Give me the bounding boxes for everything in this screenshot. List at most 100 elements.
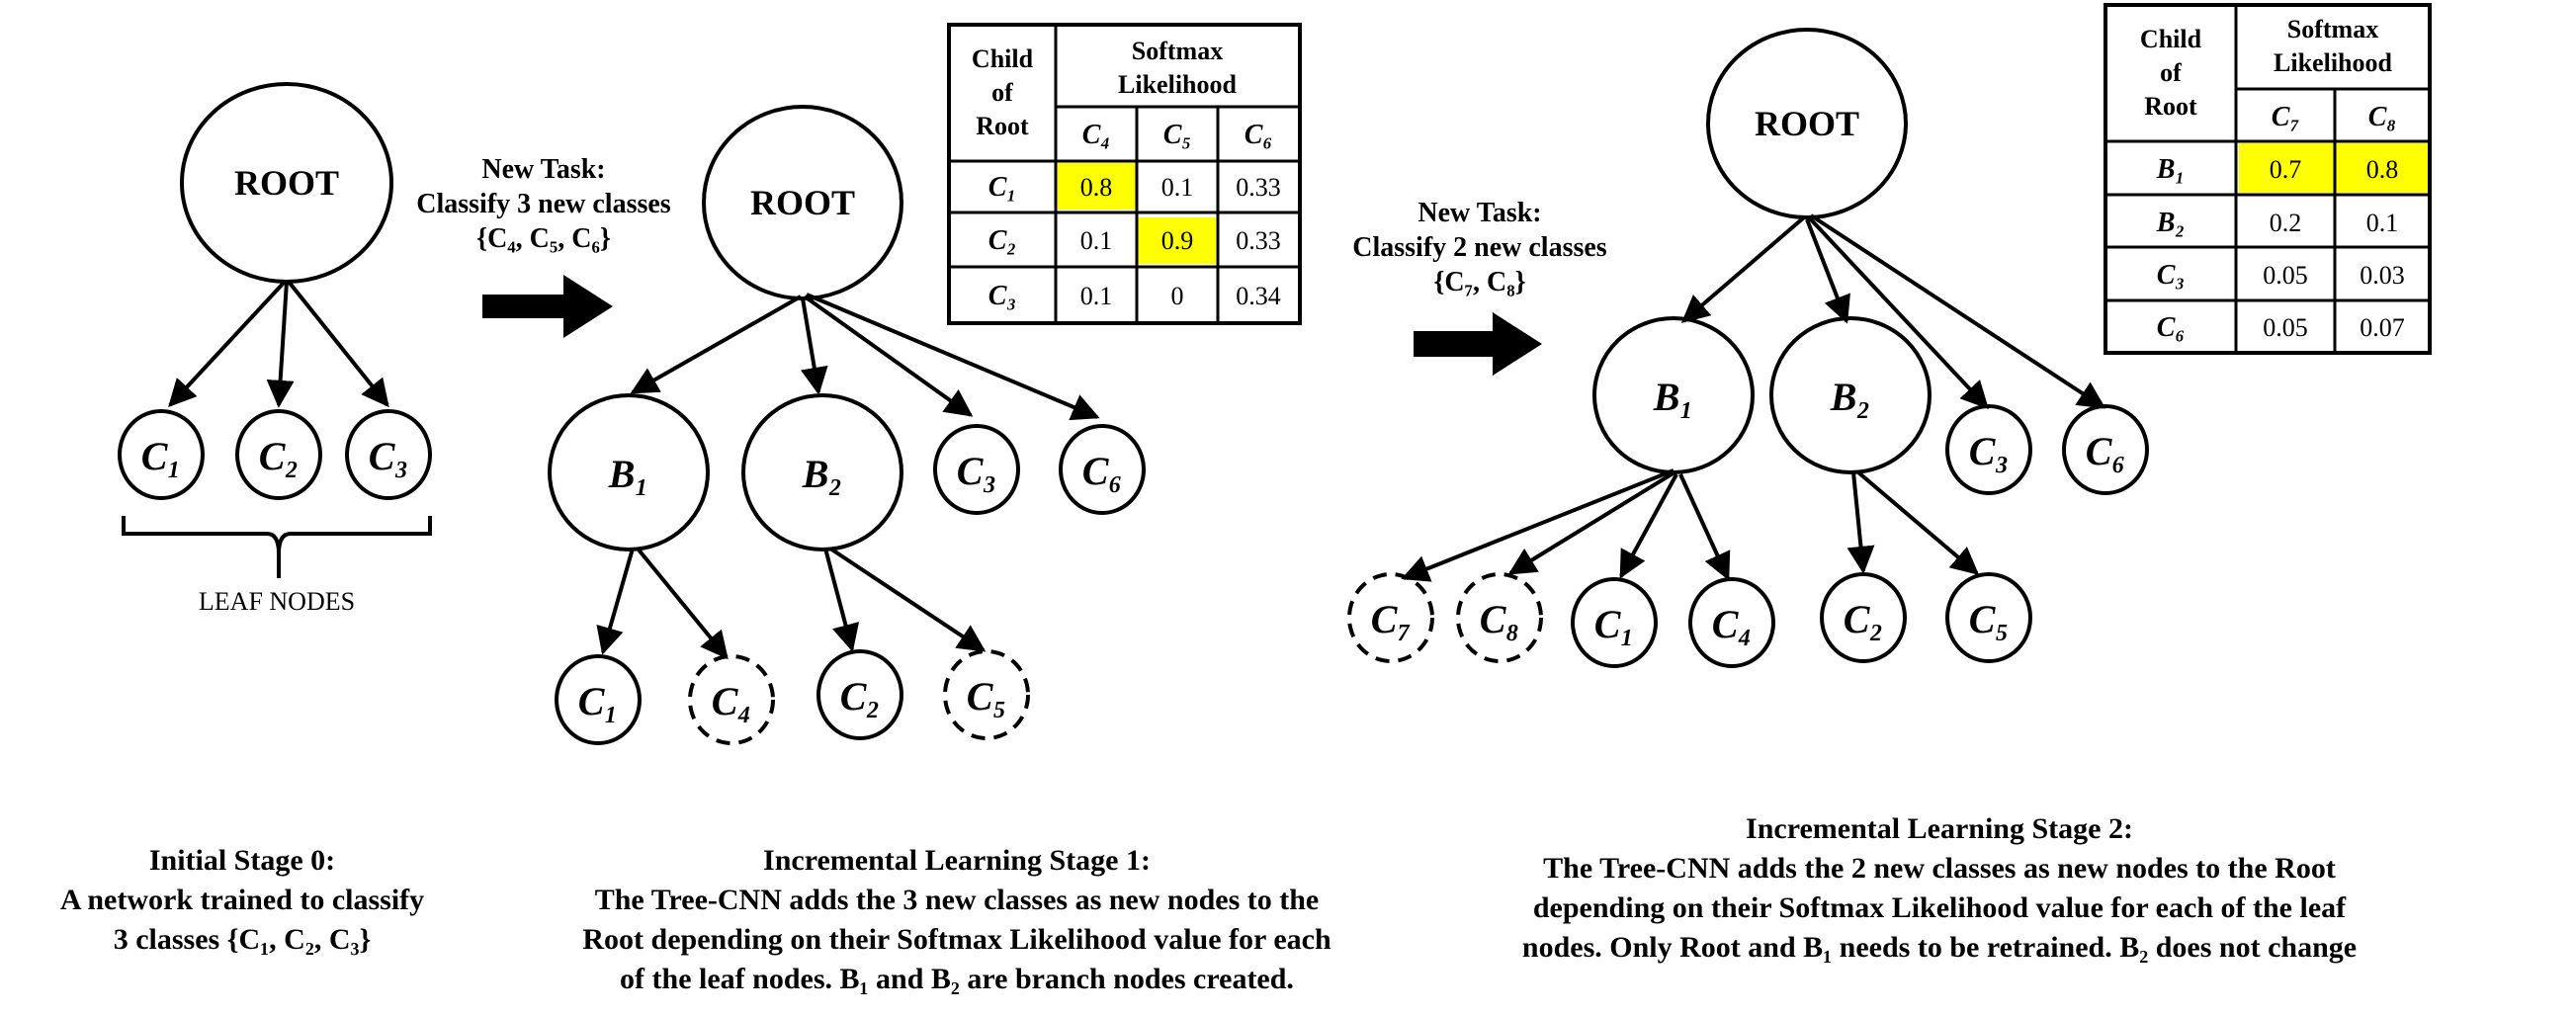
c2-label: C₂ (259, 434, 300, 478)
t1-head-child-1: Child (972, 44, 1034, 73)
stage2-tree (1347, 28, 2149, 668)
s2-c1-label: C₁ (1594, 602, 1635, 646)
s1-leaf-c1 (555, 654, 642, 745)
t2-row-label: B₁ (2156, 154, 2185, 185)
s1-b1-label: B₁ (608, 452, 649, 496)
s2-edge-b2-c2 (1846, 471, 1875, 574)
s1-c3-label: C₃ (957, 449, 997, 493)
s2-leaf-c5 (1945, 572, 2032, 663)
s2-leaf-c1 (1571, 577, 1658, 668)
s1-root-label: ROOT (750, 183, 855, 222)
softmax-table-2: Child of Root Softmax Likelihood C₇ C₈ B… (2104, 3, 2432, 355)
t1-cell: 0.1 (1080, 226, 1113, 255)
s1-edge-b1-c1 (596, 548, 635, 655)
edge-root-c3 (287, 280, 389, 408)
task1-title: New Task: (481, 154, 605, 185)
s1-c4-label: C₄ (712, 679, 752, 723)
t1-cell-hl-0-0 (1058, 163, 1137, 210)
s1-leaf-c4 (688, 654, 775, 745)
s1-root-node (702, 105, 903, 300)
t1-cell-hl-1-1 (1137, 217, 1216, 264)
stage0-caption-2: A network trained to classify (60, 884, 424, 916)
t2-head-softmax-1: Softmax (2287, 15, 2378, 43)
softmax-table-1: Child of Root Softmax Likelihood C₄ C₅ C… (947, 23, 1302, 325)
t1-head-child-2: of (991, 78, 1013, 107)
t2-cell: 0.07 (2360, 313, 2405, 342)
t2-cell: 0.8 (2366, 155, 2399, 184)
t2-cell: 0.03 (2360, 261, 2405, 290)
s1-leaf-c5 (943, 649, 1030, 740)
t1-head-softmax-2: Likelihood (1118, 70, 1237, 99)
s2-leaf-c7 (1347, 572, 1434, 663)
stage2-caption-3: depending on their Softmax Likelihood va… (1533, 891, 2347, 924)
s1-edge-b1-c4 (636, 547, 729, 660)
t2-cell-hl-0-1 (2335, 143, 2430, 193)
stage1-tree (548, 105, 1146, 745)
s2-c3-label: C₃ (1969, 429, 2010, 473)
t1-head-softmax-1: Softmax (1132, 37, 1223, 65)
s2-root-node (1706, 28, 1908, 219)
t2-row-label: C₆ (2157, 312, 2185, 343)
stage1-caption-3: Root depending on their Softmax Likeliho… (582, 923, 1331, 956)
s1-c2-label: C₂ (840, 674, 881, 719)
t2-cell: 0.2 (2270, 209, 2302, 237)
s2-leaf-c4 (1688, 577, 1775, 668)
s2-edge-root-c6 (1809, 213, 2106, 409)
stage1-caption-2: The Tree-CNN adds the 3 new classes as n… (595, 884, 1320, 916)
s1-edge-root-b1 (630, 295, 802, 394)
s1-c6-label: C₆ (1082, 449, 1123, 493)
s2-c6-label: C₆ (2086, 429, 2126, 473)
s2-c4-label: C₄ (1712, 602, 1753, 646)
leaf-node-c3 (345, 409, 432, 500)
s2-c2-label: C₂ (1844, 597, 1884, 641)
t2-head-child-3: Root (2144, 92, 2197, 121)
root-label: ROOT (234, 163, 339, 203)
c1-label: C₁ (141, 434, 182, 478)
stage1-caption-1: Incremental Learning Stage 1: (763, 844, 1151, 877)
t2-head-child-2: of (2160, 58, 2182, 87)
edge-root-c2 (266, 281, 295, 408)
t2-col-c7: C₇ (2272, 102, 2300, 132)
t1-row-label: C₃ (988, 281, 1016, 311)
s1-edge-b2-c2 (823, 548, 860, 652)
s2-leaf-c3 (1945, 404, 2032, 495)
c3-label: C₃ (369, 434, 409, 478)
t2-col-c8: C₈ (2368, 102, 2396, 132)
s1-branch-b1 (548, 393, 710, 551)
stage2-caption-1: Incremental Learning Stage 2: (1746, 812, 2133, 845)
stage0-caption-3: 3 classes {C₁, C₂, C₃} (114, 923, 372, 956)
t2-cell: 0.05 (2263, 313, 2308, 342)
t1-col-c6: C₆ (1245, 120, 1272, 150)
s2-edge-root-b1 (1680, 215, 1806, 323)
s2-edge-root-c3 (1807, 215, 1989, 410)
s2-edge-b1-c4 (1678, 473, 1731, 581)
s1-edge-root-c3 (803, 295, 974, 417)
s1-c1-label: C₁ (578, 679, 619, 723)
task2-title: New Task: (1417, 198, 1541, 228)
t1-row-label: C₁ (988, 172, 1016, 203)
t2-cell: 0.1 (2366, 209, 2399, 237)
t2-head-softmax-2: Likelihood (2274, 48, 2392, 77)
s1-edge-b2-c5 (828, 547, 987, 652)
t2-row-label: C₃ (2157, 260, 2185, 291)
leaf-node-c2 (235, 409, 322, 500)
s2-edge-b1-c1 (1619, 473, 1678, 579)
t1-col-c4: C₄ (1082, 120, 1110, 150)
t1-cell: 0 (1171, 282, 1184, 310)
t1-cell: 0.1 (1080, 282, 1113, 310)
s2-branch-b1 (1592, 316, 1755, 474)
s2-b2-label: B₂ (1830, 375, 1871, 419)
s2-leaf-c2 (1820, 572, 1907, 663)
task1-arrow (482, 275, 613, 338)
stage0-tree (118, 82, 432, 578)
s2-c8-label: C₈ (1480, 597, 1520, 641)
leaf-nodes-brace (122, 516, 432, 578)
t2-head-child-1: Child (2140, 25, 2202, 53)
t2-cell: 0.7 (2270, 155, 2302, 184)
s2-edge-b2-c5 (1856, 470, 1980, 575)
s2-c7-label: C₇ (1371, 597, 1412, 641)
s1-branch-b2 (741, 393, 903, 551)
s2-leaf-c6 (2062, 404, 2149, 495)
stage0-caption-1: Initial Stage 0: (149, 844, 335, 877)
task2-line2: Classify 2 new classes (1352, 232, 1607, 263)
